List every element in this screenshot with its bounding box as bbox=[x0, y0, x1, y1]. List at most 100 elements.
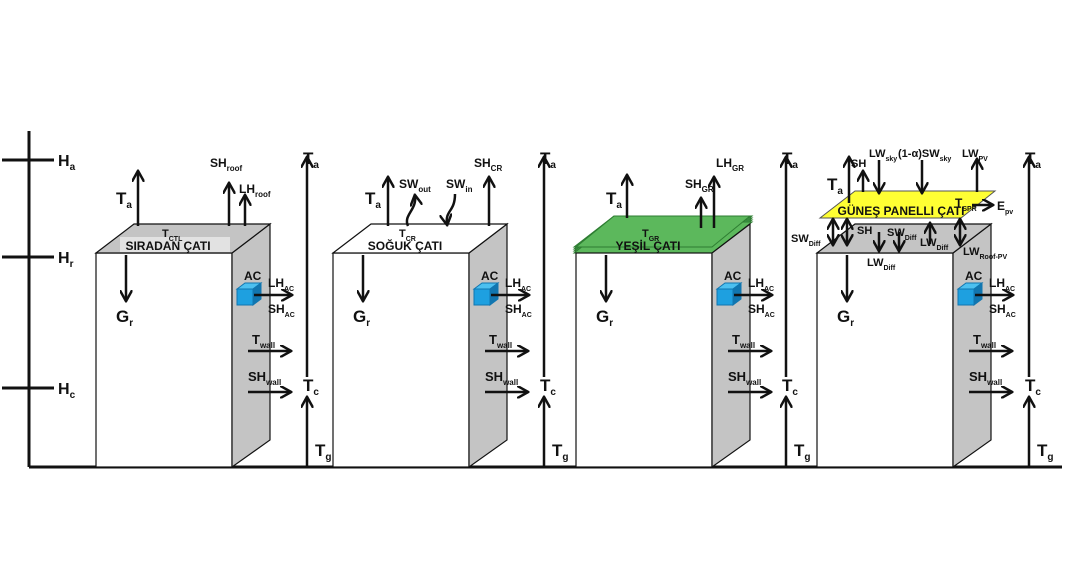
air-temperature-label-base: T bbox=[827, 175, 838, 194]
height-label-ha-base: H bbox=[58, 153, 70, 170]
air-temperature-label-sub: a bbox=[1035, 160, 1041, 171]
ground-temperature-label: Tg bbox=[794, 441, 811, 463]
canopy-temperature-label-base: T bbox=[782, 376, 793, 395]
air-temperature-label-sub: a bbox=[837, 186, 843, 197]
ground-heat-label-base: G bbox=[116, 307, 129, 326]
canopy-temperature-label-base: T bbox=[1025, 376, 1036, 395]
roof-sensible-heat-label-base: SH bbox=[210, 156, 227, 170]
diffuse-longwave-under-label: LWDiff bbox=[920, 237, 949, 252]
ac-latent-heat-label-sub: AC bbox=[1005, 286, 1015, 293]
roof-temperature-sub: CR bbox=[406, 236, 416, 243]
wall-temperature-label: Twall bbox=[252, 332, 275, 350]
ground-heat-label-sub: r bbox=[850, 318, 854, 329]
building-front-wall bbox=[575, 252, 713, 468]
diffuse-shortwave-label-sub: Diff bbox=[809, 241, 821, 248]
green-roof-sensible-heat-label-base: SH bbox=[685, 177, 702, 191]
diffuse-longwave-roof-label: LWDiff bbox=[867, 257, 896, 272]
ac-latent-heat-label-base: LH bbox=[989, 276, 1005, 290]
wall-sensible-heat-label-sub: wall bbox=[265, 378, 281, 387]
cool-roof-sensible-heat-label-sub: CR bbox=[491, 164, 503, 173]
air-temperature-label-base: T bbox=[365, 189, 376, 208]
ac-sensible-heat-label: SHAC bbox=[989, 302, 1016, 319]
height-label-ha: Ha bbox=[58, 153, 76, 173]
ac-label-base: AC bbox=[244, 269, 262, 283]
canopy-temperature-label-base: T bbox=[540, 376, 551, 395]
air-temperature-label: Ta bbox=[606, 189, 622, 211]
sky-shortwave-label: (1-α)SWsky bbox=[898, 148, 951, 163]
wall-temperature-label: Twall bbox=[732, 332, 755, 350]
ac-latent-heat-label-sub: AC bbox=[764, 286, 774, 293]
ground-temperature-label: Tg bbox=[1037, 441, 1054, 463]
sky-longwave-label: LWsky bbox=[869, 148, 897, 163]
roof-temperature: TCTL bbox=[162, 228, 183, 243]
ac-label-base: AC bbox=[724, 269, 742, 283]
air-temperature-label: Ta bbox=[782, 149, 798, 171]
roof-pv-longwave-label-base: LW bbox=[963, 246, 980, 258]
building-front-wall bbox=[95, 252, 233, 468]
ground-heat-label: Gr bbox=[837, 307, 854, 329]
pv-energy-label-base: E bbox=[997, 199, 1005, 213]
shortwave-in-label: SWin bbox=[446, 177, 473, 194]
ac-sensible-heat-label-base: SH bbox=[505, 302, 522, 316]
diffuse-longwave-roof-label-base: LW bbox=[867, 257, 884, 269]
diffuse-shortwave-label: SWDiff bbox=[791, 233, 821, 248]
roof-temperature: TCR bbox=[399, 228, 416, 243]
wall-sensible-heat-label-sub: wall bbox=[502, 378, 518, 387]
ac-label-base: AC bbox=[481, 269, 499, 283]
ground-temperature-label-sub: g bbox=[325, 452, 331, 463]
ground-heat-label-base: G bbox=[837, 307, 850, 326]
pv-energy-label-sub: pv bbox=[1005, 209, 1013, 216]
sky-longwave-label-base: LW bbox=[869, 148, 886, 160]
ground-heat-label-sub: r bbox=[129, 318, 133, 329]
wall-sensible-heat-label: SHwall bbox=[485, 369, 518, 387]
shortwave-in-arrow bbox=[447, 193, 457, 224]
diffuse-shortwave-label-base: SW bbox=[791, 233, 809, 245]
ac-latent-heat-label-base: LH bbox=[748, 276, 764, 290]
ac-label-base: AC bbox=[965, 269, 983, 283]
ac-latent-heat-label: LHAC bbox=[748, 276, 774, 293]
height-label-hc: Hc bbox=[58, 381, 76, 401]
green-roof bbox=[574, 215, 752, 248]
ground-temperature-label-base: T bbox=[315, 441, 326, 460]
roof-sensible-heat-label: SHroof bbox=[210, 156, 243, 173]
air-temperature-label: Ta bbox=[1025, 149, 1041, 171]
green-roof-latent-heat-label-sub: GR bbox=[732, 164, 744, 173]
roof-temperature: TGR bbox=[642, 228, 659, 243]
ac-latent-heat-label-sub: AC bbox=[284, 286, 294, 293]
roof-temperature-base: T bbox=[162, 228, 169, 240]
canopy-temperature-label-base: T bbox=[303, 376, 314, 395]
wall-temperature-label-sub: wall bbox=[980, 341, 996, 350]
ground-temperature-label-sub: g bbox=[562, 452, 568, 463]
air-temperature-label-sub: a bbox=[313, 160, 319, 171]
wall-temperature-label-base: T bbox=[252, 332, 260, 347]
air-temperature-label-sub: a bbox=[550, 160, 556, 171]
roof-name: GÜNEŞ PANELLI ÇATI bbox=[838, 203, 965, 218]
air-temperature-label-base: T bbox=[303, 149, 314, 168]
roof-pv-longwave-label-sub: Roof-PV bbox=[980, 254, 1008, 261]
air-temperature-label-base: T bbox=[540, 149, 551, 168]
panel-sensible-heat-label-base: SH bbox=[851, 158, 866, 170]
ac-sensible-heat-label-base: SH bbox=[748, 302, 765, 316]
height-label-ha-sub: a bbox=[70, 162, 76, 173]
ac-label: AC bbox=[965, 269, 983, 283]
wall-temperature-label: Twall bbox=[489, 332, 512, 350]
canopy-temperature-label: Tc bbox=[1025, 376, 1041, 398]
ground-heat-label-base: G bbox=[353, 307, 366, 326]
air-temperature-label: Ta bbox=[827, 175, 843, 197]
wall-sensible-heat-label-sub: wall bbox=[745, 378, 761, 387]
panel-temperature-sub: SPR bbox=[962, 206, 976, 213]
ground-heat-label-sub: r bbox=[609, 318, 613, 329]
ac-sensible-heat-label-sub: AC bbox=[765, 312, 775, 319]
air-temperature-label-sub: a bbox=[616, 200, 622, 211]
diffuse-shortwave-under-label-base: SW bbox=[887, 227, 905, 239]
building-roof bbox=[331, 223, 509, 254]
ground-temperature-label-base: T bbox=[552, 441, 563, 460]
roof-temperature-base: T bbox=[642, 228, 649, 240]
shortwave-in-label-base: SW bbox=[446, 177, 466, 191]
diffuse-longwave-under-label-sub: Diff bbox=[937, 245, 949, 252]
wall-sensible-heat-label-base: SH bbox=[969, 369, 987, 384]
panel-sensible-heat-label: SH bbox=[851, 158, 866, 170]
ground-temperature-label-base: T bbox=[1037, 441, 1048, 460]
